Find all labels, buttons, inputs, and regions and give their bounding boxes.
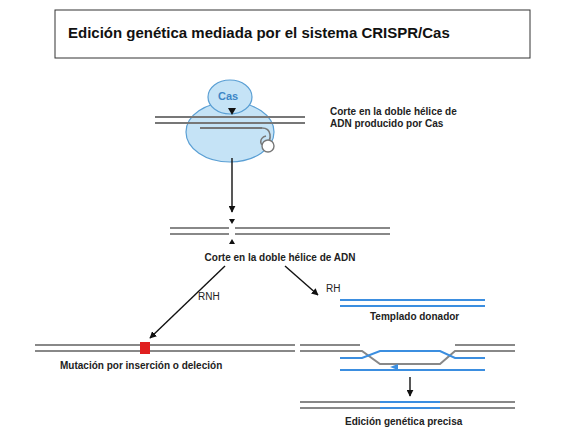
flow-arrow [409, 377, 410, 396]
cas-complex [155, 80, 305, 162]
protein-label: Cas [218, 90, 258, 102]
hr-intermediate [300, 345, 515, 370]
flow-arrow [285, 266, 318, 295]
pathway-label: RH [326, 283, 340, 295]
step-caption: Edición genética precisa [345, 416, 520, 428]
nhej-result-node: Mutación por inserción o deleción [30, 338, 300, 374]
diagram-title: Edición genética mediada por el sistema … [68, 24, 523, 42]
title-frame [55, 10, 530, 58]
step-caption: Corte en la doble hélice de ADN producid… [330, 106, 480, 130]
precise-edit-node: Edición genética precisa [300, 396, 520, 428]
indel-dna [35, 342, 295, 354]
flow-arrow [231, 158, 232, 212]
hr-node: Templado donador [300, 295, 520, 377]
cut-node: Corte en la doble hélice de ADN [165, 212, 395, 266]
flow-arrow [150, 266, 225, 338]
template-label: Templado donador [370, 311, 520, 323]
donor-template [340, 300, 485, 306]
step-caption: Corte en la doble hélice de ADN [165, 252, 395, 264]
cas-complex-node: CasCorte en la doble hélice de ADN produ… [150, 76, 480, 158]
pathway-label: RNH [198, 291, 220, 303]
step-caption: Mutación por inserción o deleción [60, 360, 300, 372]
cut-dna [170, 219, 390, 244]
edited-dna [300, 402, 515, 408]
